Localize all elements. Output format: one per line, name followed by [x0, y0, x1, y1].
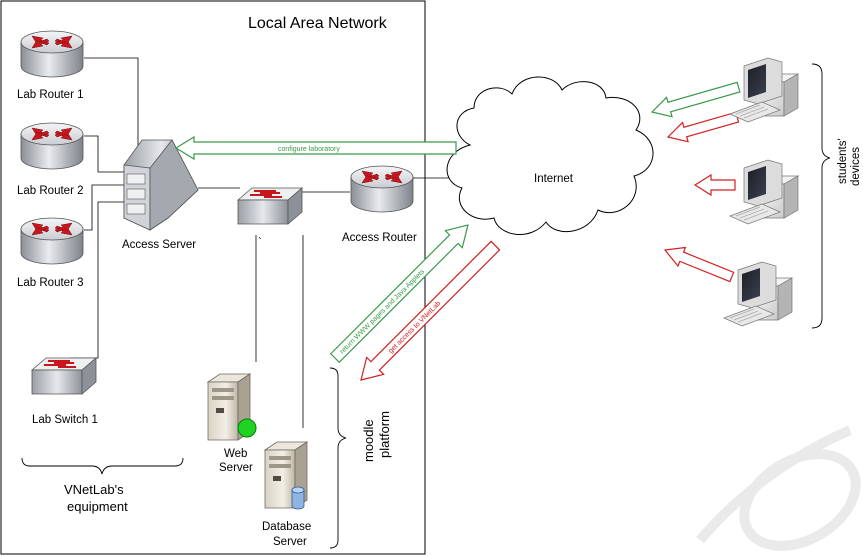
central-switch-mark: `: [258, 237, 262, 249]
student-arrow-red-2: [693, 173, 736, 197]
access-server-icon[interactable]: [123, 139, 199, 231]
student-pc-1-icon[interactable]: [729, 57, 799, 123]
student-arrow-red-1: [666, 111, 740, 143]
lab-router-3-icon[interactable]: [20, 217, 84, 265]
central-switch-icon[interactable]: [237, 187, 303, 225]
database-server-label-line1: Database: [262, 521, 311, 533]
moodle-brace: [329, 367, 347, 549]
internet-cloud-icon[interactable]: [446, 76, 654, 235]
vnetlab-brace: [21, 457, 184, 475]
watermark-logo: [696, 425, 861, 551]
vnetlab-label-line1: VNetLab's: [64, 482, 124, 497]
web-server-status-icon: [237, 418, 257, 438]
vnetlab-label-line2: equipment: [67, 499, 128, 514]
access-router-label: Access Router: [342, 232, 417, 244]
students-label-line1: students': [837, 138, 849, 184]
lab-router-1-icon[interactable]: [20, 30, 84, 78]
lan-border: [0, 0, 426, 555]
access-router-icon[interactable]: [350, 165, 414, 213]
web-server-label-line1: Web: [224, 448, 247, 460]
get-access-label: get access to VNetLab: [388, 300, 443, 355]
lab-router-3-label: Lab Router 3: [17, 277, 84, 289]
database-cylinder-icon: [291, 486, 305, 510]
students-brace: [811, 63, 831, 329]
configure-laboratory-arrow: configure laboratory: [174, 135, 457, 161]
database-server-label-line2: Server: [273, 536, 307, 548]
student-arrow-green: [650, 81, 741, 118]
moodle-label-line2: platform: [377, 411, 392, 458]
access-server-label: Access Server: [122, 239, 196, 251]
web-server-label-line2: Server: [219, 462, 253, 474]
configure-laboratory-label: configure laboratory: [278, 146, 340, 153]
student-arrow-red-3: [663, 246, 735, 283]
lan-title: Local Area Network: [248, 15, 388, 32]
student-pc-2-icon[interactable]: [729, 159, 799, 225]
students-label-line2: devices: [850, 147, 862, 186]
return-pages-label: return WWW pages and Java Applets: [339, 268, 427, 356]
lab-switch-1-label: Lab Switch 1: [32, 414, 98, 426]
lab-switch-1-icon[interactable]: [31, 357, 97, 395]
lab-router-2-icon[interactable]: [20, 122, 84, 170]
lab-router-2-label: Lab Router 2: [17, 185, 84, 197]
moodle-label-line1: moodle: [361, 419, 376, 462]
student-pc-3-icon[interactable]: [723, 261, 793, 327]
internet-label: Internet: [534, 173, 574, 185]
lab-router-1-label: Lab Router 1: [17, 89, 84, 101]
